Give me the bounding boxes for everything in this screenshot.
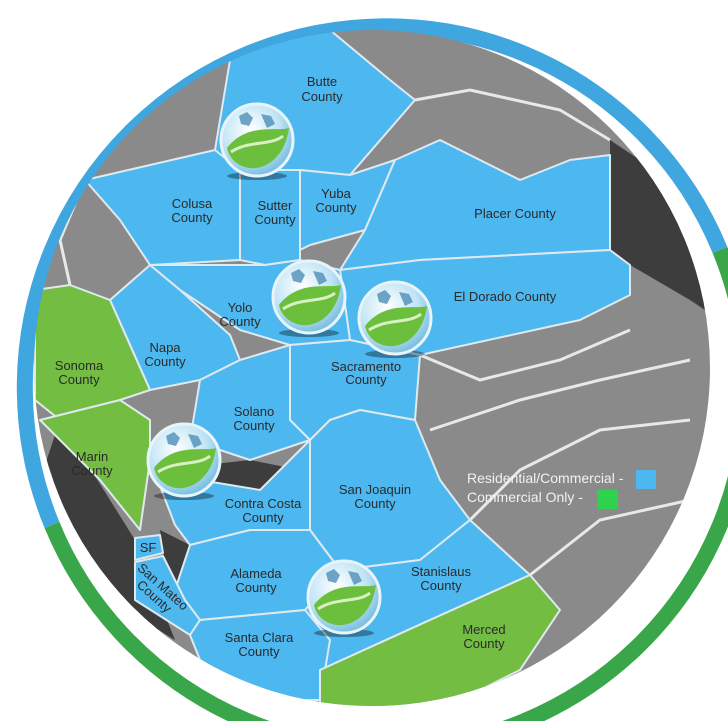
- label-sutter-county: County: [254, 212, 296, 227]
- legend: Residential/Commercial - Commercial Only…: [467, 470, 656, 509]
- county-marin: [39, 399, 151, 531]
- label-napa: Napa: [149, 340, 181, 355]
- label-stanislaus: Stanislaus: [411, 564, 471, 579]
- county-napa: [109, 264, 241, 391]
- legend-residential-commercial-label: Residential/Commercial -: [467, 470, 624, 486]
- label-yolo-county: County: [219, 314, 261, 329]
- label-solano: Solano: [234, 404, 274, 419]
- county-merced: [319, 574, 561, 706]
- label-sf: SF: [140, 540, 157, 555]
- label-marin: Marin: [76, 449, 109, 464]
- county-sonoma: [34, 284, 151, 421]
- label-sonoma: Sonoma: [55, 358, 104, 373]
- label-butte: Butte: [307, 74, 337, 89]
- label-yuba-county: County: [315, 200, 357, 215]
- label-sutter: Sutter: [258, 198, 293, 213]
- label-san-joaquin: San Joaquin: [339, 482, 411, 497]
- label-santa-clara-county: County: [238, 644, 280, 659]
- label-yolo: Yolo: [228, 300, 253, 315]
- label-napa-county: County: [144, 354, 186, 369]
- label-merced: Merced: [462, 622, 505, 637]
- label-solano-county: County: [233, 418, 275, 433]
- label-el-dorado: El Dorado County: [454, 289, 557, 304]
- label-yuba: Yuba: [321, 186, 351, 201]
- label-sacramento: Sacramento: [331, 359, 401, 374]
- label-sonoma-county: County: [58, 372, 100, 387]
- label-marin-county: County: [71, 463, 113, 478]
- label-sacramento-county: County: [345, 372, 387, 387]
- label-stanislaus-county: County: [420, 578, 462, 593]
- legend-commercial-only-swatch: [597, 490, 618, 509]
- label-alameda-county: County: [235, 580, 277, 595]
- label-merced-county: County: [463, 636, 505, 651]
- label-santa-clara: Santa Clara: [225, 630, 294, 645]
- label-contra-costa-county: County: [242, 510, 284, 525]
- label-placer: Placer County: [474, 206, 556, 221]
- label-colusa-county: County: [171, 210, 213, 225]
- legend-commercial-only-label: Commercial Only -: [467, 489, 583, 505]
- ring-green-arc: [44, 246, 728, 721]
- legend-residential-commercial-swatch: [636, 470, 656, 489]
- county-sf: [134, 534, 164, 561]
- label-butte-county: County: [301, 89, 343, 104]
- label-contra-costa: Contra Costa: [225, 496, 302, 511]
- label-alameda: Alameda: [230, 566, 282, 581]
- label-san-joaquin-county: County: [354, 496, 396, 511]
- label-colusa: Colusa: [172, 196, 213, 211]
